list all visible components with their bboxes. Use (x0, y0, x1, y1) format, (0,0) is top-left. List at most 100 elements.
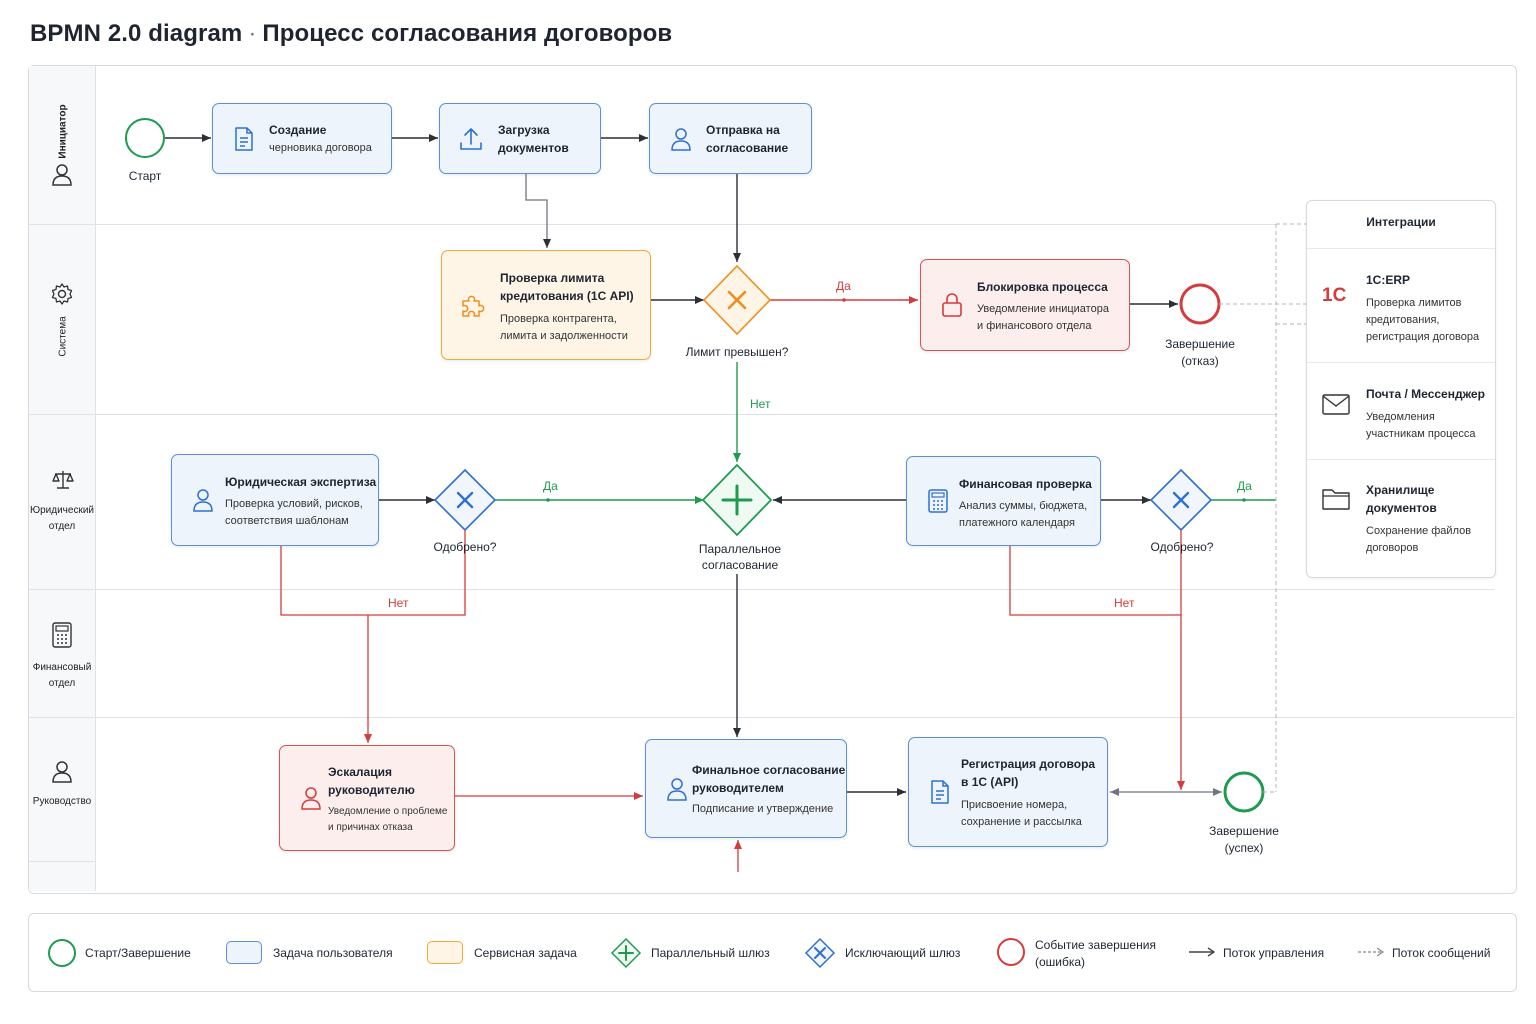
parallel-line2: согласование (701, 558, 779, 572)
end-reject-line1: Завершение (1165, 337, 1235, 351)
user-icon (667, 777, 687, 801)
legend-label: Поток управления (1223, 946, 1325, 960)
lane-label: Руководство (32, 796, 92, 807)
parallel-gateway-icon (610, 937, 642, 969)
task-subtitle-line1: Проверка контрагента, (500, 313, 617, 325)
calculator-icon (928, 489, 948, 513)
title-separator: · (248, 20, 257, 47)
task-title-line2: согласование (706, 141, 789, 155)
task-subtitle-line1: Уведомление о проблеме (328, 806, 448, 817)
end-reject-label: Завершение (отказ) (1160, 336, 1240, 370)
start-end-event-icon (48, 939, 76, 967)
flow-label-yes: Да (1237, 479, 1252, 493)
parallel-gateway (701, 463, 773, 537)
task-title-line2: руководителем (692, 781, 784, 795)
task-title-line1: Финальное согласование (692, 763, 846, 777)
integration-desc: Сохранение файлов (1366, 525, 1472, 537)
task-title-line1: Регистрация договора (961, 757, 1096, 771)
user-icon (52, 761, 72, 783)
integration-mail[interactable]: Почта / Мессенджер Уведомления участника… (1307, 362, 1495, 460)
task-create-draft[interactable]: Создание черновика договора (212, 103, 392, 174)
integration-desc: кредитования, (1366, 314, 1440, 326)
task-title-line2: в 1С (API) (961, 775, 1019, 789)
user-task-icon (226, 941, 262, 964)
user-icon (671, 127, 691, 151)
gear-icon (51, 283, 73, 305)
task-subtitle-line2: и финансового отдела (977, 320, 1092, 332)
flow-label-yes: Да (543, 479, 558, 493)
task-subtitle-line2: лимита и задолженности (500, 330, 628, 342)
task-subtitle: Подписание и утверждение (692, 803, 834, 815)
integration-name: Почта / Мессенджер (1366, 387, 1485, 401)
finance-gateway-label: Одобрено? (1150, 540, 1214, 554)
finance-gateway (1149, 468, 1213, 532)
document-icon (931, 780, 949, 804)
user-icon (193, 489, 213, 512)
task-block-process[interactable]: Блокировка процесса Уведомление инициато… (920, 259, 1130, 351)
task-title-line1: Эскалация (328, 765, 392, 779)
task-legal-review[interactable]: Юридическая экспертиза Проверка условий,… (171, 454, 379, 546)
integration-storage[interactable]: Хранилище документов Сохранение файлов д… (1307, 459, 1495, 577)
legend-label: Задача пользователя (273, 946, 393, 960)
lane-label: Финансовый отдел (32, 662, 92, 689)
task-subtitle-line2: сохранение и рассылка (961, 816, 1082, 828)
integration-1c-erp[interactable]: 1С 1С:ERP Проверка лимитов кредитования,… (1307, 248, 1495, 363)
lane-divider (29, 414, 1277, 415)
legal-gateway-label: Одобрено? (433, 540, 497, 554)
task-title-line2: руководителю (328, 783, 415, 797)
task-title-line2: документов (498, 141, 569, 155)
upload-icon (460, 127, 482, 150)
legend-label: Исключающий шлюз (845, 946, 961, 960)
task-title: Блокировка процесса (977, 280, 1108, 294)
end-reject-line2: (отказ) (1181, 354, 1219, 368)
task-title: Финансовая проверка (959, 477, 1092, 491)
task-financial-check[interactable]: Финансовая проверка Анализ суммы, бюджет… (906, 456, 1101, 546)
scales-icon (52, 471, 74, 489)
task-final-approval[interactable]: Финальное согласование руководителем Под… (645, 739, 847, 838)
task-subtitle-line2: платежного календаря (959, 517, 1075, 529)
end-event-error (1179, 283, 1221, 325)
legend-label: Событие завершения (ошибка) (1035, 937, 1156, 971)
end-success-label: Завершение (успех) (1204, 823, 1284, 857)
flow-label-no: Нет (1114, 596, 1135, 610)
task-subtitle-line1: Присвоение номера, (961, 799, 1068, 811)
legend-label: Сервисная задача (474, 946, 577, 960)
start-event (125, 118, 165, 158)
integration-name: 1С:ERP (1366, 273, 1411, 287)
integrations-panel: Интеграции 1С 1С:ERP Проверка лимитов кр… (1306, 200, 1496, 578)
flow-label-no: Нет (388, 596, 409, 610)
svg-text:1С: 1С (1322, 285, 1347, 306)
flow-dot (842, 298, 846, 302)
legend-label: Старт/Завершение (85, 946, 191, 960)
mail-icon (1322, 394, 1350, 415)
page-title: BPMN 2.0 diagram·Процесс согласования до… (30, 20, 672, 48)
task-subtitle-line1: Анализ суммы, бюджета, (959, 500, 1088, 512)
task-escalation[interactable]: Эскалация руководителю Уведомление о про… (279, 745, 455, 851)
title-process: Процесс согласования договоров (262, 20, 673, 47)
message-flow-icon (1358, 947, 1385, 957)
start-label: Старт (128, 169, 162, 183)
task-title-line1: Загрузка (498, 123, 550, 137)
task-subtitle-line2: и причинах отказа (328, 822, 413, 833)
task-upload-documents[interactable]: Загрузка документов (439, 103, 601, 174)
task-register-contract[interactable]: Регистрация договора в 1С (API) Присвоен… (908, 737, 1108, 847)
task-credit-limit-check[interactable]: Проверка лимита кредитования (1С API) Пр… (441, 250, 651, 360)
lock-icon (942, 293, 962, 317)
flow-label-yes: Да (836, 279, 851, 293)
legal-gateway (433, 468, 497, 532)
integration-name-line1: Хранилище (1366, 483, 1435, 497)
lane-divider (29, 589, 1495, 590)
flow-dot (546, 498, 550, 502)
exclusive-gateway-icon (804, 937, 836, 969)
lane-divider (29, 224, 1277, 225)
user-icon (52, 164, 72, 186)
task-send-for-approval[interactable]: Отправка на согласование (649, 103, 812, 174)
parallel-gateway-label: Параллельное согласование (680, 541, 800, 573)
calculator-icon (52, 622, 72, 648)
document-icon (235, 126, 253, 151)
1c-logo-icon: 1С (1322, 285, 1347, 306)
integration-desc: Проверка лимитов (1366, 297, 1462, 309)
integration-desc: договоров (1366, 542, 1419, 554)
end-success-line1: Завершение (1209, 824, 1279, 838)
